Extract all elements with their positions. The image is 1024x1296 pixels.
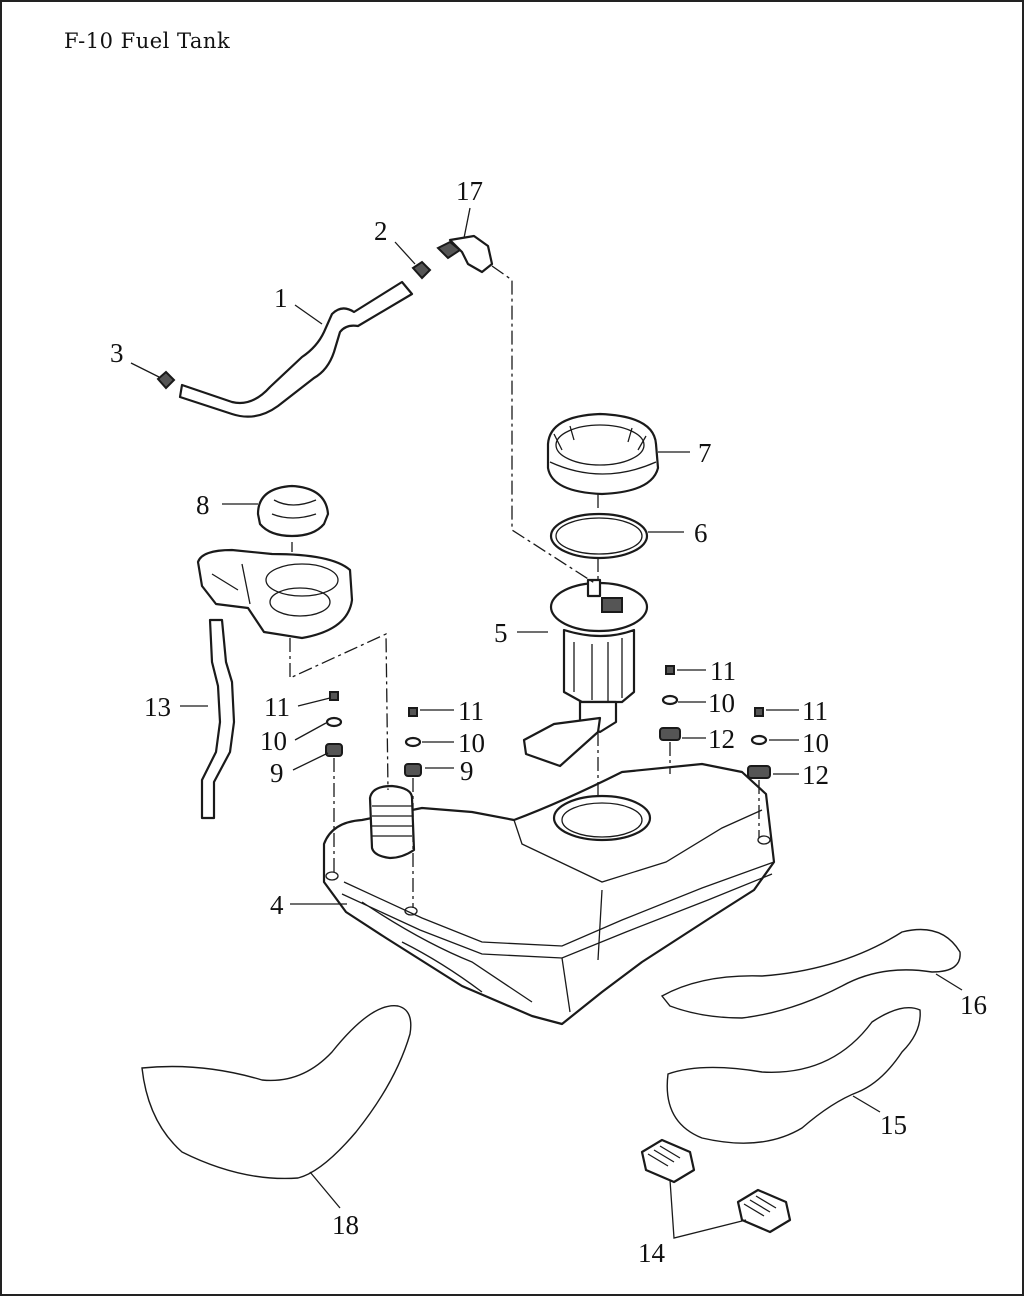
callout-15: 15 xyxy=(880,1110,907,1140)
hose-icon xyxy=(178,280,414,418)
clamp-icon xyxy=(411,260,432,280)
clamp-icon xyxy=(156,370,176,390)
callout-16: 16 xyxy=(960,990,987,1020)
rubber-pad-icon xyxy=(659,727,681,741)
callout-1: 1 xyxy=(274,283,288,313)
callout-9-mid: 9 xyxy=(460,756,474,786)
callout-4: 4 xyxy=(270,890,284,920)
callout-17: 17 xyxy=(456,176,483,206)
callout-6: 6 xyxy=(694,518,708,548)
rubber-pad-icon xyxy=(747,765,771,779)
fuel-pump-icon xyxy=(522,578,649,768)
callout-11-left: 11 xyxy=(264,692,290,722)
callout-11-right-upper: 11 xyxy=(710,656,736,686)
callout-11-mid: 11 xyxy=(458,696,484,726)
alignment-line xyxy=(491,265,597,585)
callout-7: 7 xyxy=(698,438,712,468)
rubber-grommet-icon xyxy=(404,763,422,777)
fuel-cap-icon xyxy=(256,484,330,538)
callout-10-left: 10 xyxy=(260,726,287,756)
washer-icon xyxy=(325,716,343,728)
callout-12-lower: 12 xyxy=(802,760,829,790)
washer-icon xyxy=(661,694,679,706)
rubber-grommet-icon xyxy=(325,743,343,757)
callout-14: 14 xyxy=(638,1238,666,1268)
rubber-damper-icon xyxy=(640,1138,792,1234)
callout-10-right-upper: 10 xyxy=(708,688,735,718)
bolt-icon xyxy=(329,691,339,701)
washer-icon xyxy=(404,736,422,748)
callout-2: 2 xyxy=(374,216,388,246)
page-title: F-10 Fuel Tank xyxy=(64,29,231,53)
callout-5: 5 xyxy=(494,618,508,648)
bolt-icon xyxy=(665,665,675,675)
alignment-line xyxy=(289,632,389,791)
washer-icon xyxy=(750,734,768,746)
rubber-pad-icon xyxy=(141,1005,412,1180)
callout-11-right-lower: 11 xyxy=(802,696,828,726)
callout-10-mid: 10 xyxy=(458,728,485,758)
rubber-pad-icon xyxy=(666,1007,921,1144)
retainer-ring-icon xyxy=(546,412,660,496)
rubber-pad-icon xyxy=(660,928,961,1019)
callout-13: 13 xyxy=(144,692,171,722)
fuel-tank-icon xyxy=(322,762,776,1026)
callout-9-left: 9 xyxy=(270,758,284,788)
bolt-icon xyxy=(408,707,418,717)
callout-10-right-lower: 10 xyxy=(802,728,829,758)
bolt-icon xyxy=(754,707,764,717)
callout-3: 3 xyxy=(110,338,124,368)
gasket-ring-icon xyxy=(549,512,649,560)
callout-12-upper: 12 xyxy=(708,724,735,754)
callout-8: 8 xyxy=(196,490,210,520)
fitting-icon xyxy=(436,234,494,274)
filler-neck-icon xyxy=(196,548,354,820)
callout-18: 18 xyxy=(332,1210,359,1240)
